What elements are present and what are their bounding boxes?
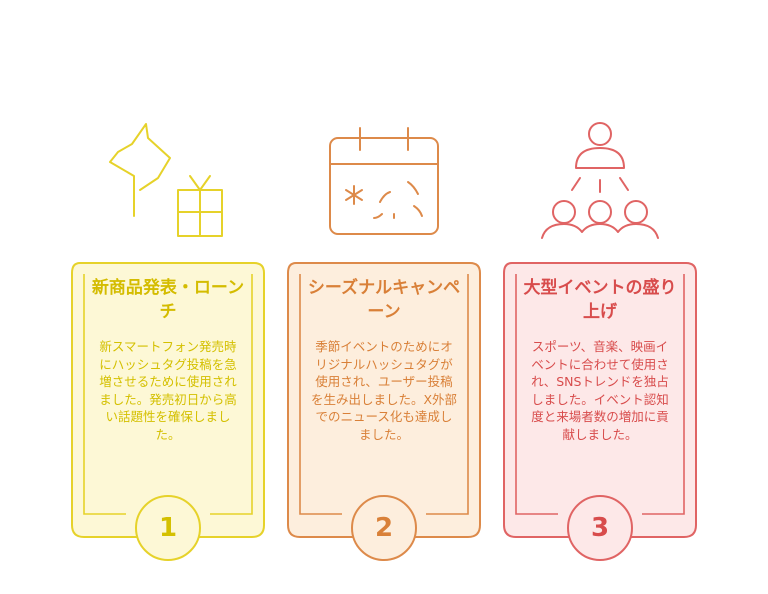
- step-title-2: シーズナルキャンペーン: [307, 278, 461, 322]
- step-number-1: 1: [158, 513, 178, 543]
- group-broadcast-icon: [540, 120, 660, 242]
- step-title-3: 大型イベントの盛り上げ: [523, 278, 677, 322]
- step-number-3: 3: [590, 513, 610, 543]
- horse-and-gift-icon: [100, 118, 230, 243]
- step-body-2: 季節イベントのためにオリジナルハッシュタグが使用され、ユーザー投稿を生み出しまし…: [310, 339, 458, 442]
- step-body-1: 新スマートフォン発売時にハッシュタグ投稿を急増させるために使用されました。発売初…: [99, 339, 237, 442]
- step-title-1: 新商品発表・ローンチ: [91, 278, 245, 322]
- step-number-2: 2: [374, 513, 394, 543]
- step-body-3: スポーツ、音楽、映画イベントに合わせて使用され、SNSトレンドを独占しました。イ…: [531, 339, 669, 442]
- calendar-fireworks-icon: [324, 122, 444, 240]
